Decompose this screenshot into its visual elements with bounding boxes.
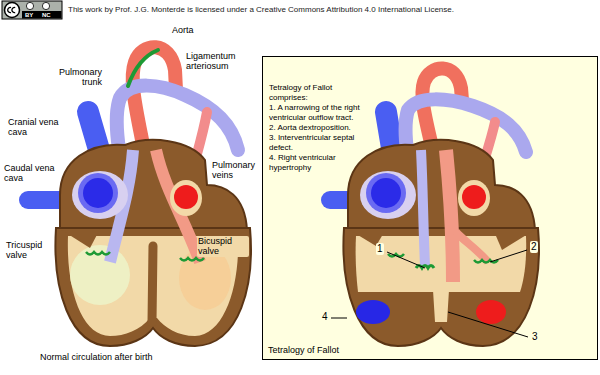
badge-strip <box>22 11 62 19</box>
license-note: This work by Prof. J.G. Monterde is lice… <box>68 5 454 14</box>
part-label: Tricuspid valve <box>6 240 54 261</box>
by-icon <box>26 2 33 9</box>
vena-cava-opening <box>78 173 118 213</box>
leader-line <box>490 250 527 262</box>
pulmonary-vein-opening <box>174 185 198 209</box>
tricuspid-valve <box>86 252 110 255</box>
right-ventricle <box>356 300 390 324</box>
vena-cava-opening <box>371 178 401 208</box>
badge-frame <box>2 1 62 19</box>
panel-title: Tetralogy of Fallot <box>268 345 339 355</box>
fallot-heart <box>330 68 539 346</box>
part-label: Aorta <box>172 25 194 35</box>
cc-logo <box>12 7 15 12</box>
aortic-channel <box>446 150 453 282</box>
list-item: 4. Right ventricular hypertrophy <box>269 153 373 173</box>
bicuspid-valve <box>180 258 204 261</box>
right-ventricle <box>70 245 130 305</box>
part-label: Pulmonary trunk <box>50 67 102 88</box>
nc-icon <box>42 2 49 9</box>
septum <box>152 246 153 322</box>
part-label: Ligamentum arteriosum <box>186 51 248 72</box>
pulmonary-vein-opening <box>462 185 486 209</box>
callout-number: 4 <box>321 311 329 323</box>
pulmonary-channel <box>421 150 425 266</box>
panel-text-block: Tetralogy of Fallot comprises:1. A narro… <box>269 83 373 173</box>
ligamentum-arteriosum <box>128 50 158 86</box>
panel-ground <box>263 57 598 360</box>
vena-cava-opening <box>83 178 113 208</box>
part-label: Cranial vena cava <box>8 117 68 138</box>
left-atrium <box>458 180 490 216</box>
aortic-channel <box>456 232 488 262</box>
list-item: 2. Aorta dextroposition. <box>269 123 373 133</box>
list-item: 3. Interventricular septal defect. <box>269 133 373 153</box>
leader-line <box>387 252 425 268</box>
valve-ring <box>60 229 100 248</box>
list-item: 1. A narrowing of the right ventricular … <box>269 103 373 123</box>
ventricle-wall <box>343 228 538 346</box>
cc-logo <box>5 3 20 18</box>
part-label: Bicuspid valve <box>197 236 249 257</box>
callout-number: 1 <box>376 243 384 255</box>
callout-number: 2 <box>530 241 538 253</box>
ventricle-wall <box>55 228 250 346</box>
part-label: Pulmonary veins <box>212 160 260 181</box>
septal-defect <box>433 290 449 322</box>
figure-caption: Normal circulation after birth <box>40 352 153 362</box>
callout-number: 3 <box>531 331 539 343</box>
right-atrium <box>72 171 128 219</box>
cc-badge <box>2 1 62 19</box>
vena-cava-opening <box>366 173 406 213</box>
info-panel: Tetralogy of Fallot comprises:1. A narro… <box>262 56 598 360</box>
right-atrium <box>360 171 416 219</box>
part-label: Caudal vena cava <box>4 163 62 184</box>
license-badge-text: NC <box>42 12 51 18</box>
leader-lines <box>331 250 528 337</box>
leader-line <box>448 312 528 337</box>
left-atrium <box>170 180 202 216</box>
left-ventricle <box>476 300 506 324</box>
panel-heading: Tetralogy of Fallot comprises: <box>269 83 373 103</box>
leader-line <box>331 318 347 319</box>
cc-logo <box>8 7 11 12</box>
normal-heart <box>28 47 251 346</box>
license-badge-text: BY <box>25 12 33 18</box>
